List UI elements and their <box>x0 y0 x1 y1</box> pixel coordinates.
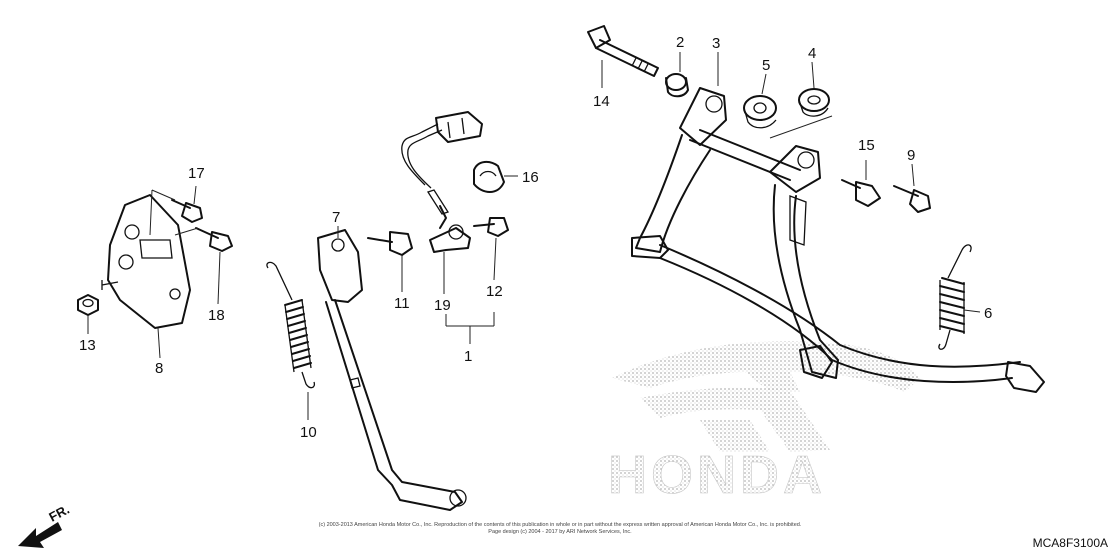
part-11-bolt <box>367 231 413 256</box>
callout-7: 7 <box>332 209 340 226</box>
diagram-code: MCA8F3100A <box>1032 536 1108 550</box>
copyright-line-1: (c) 2003-2013 American Honda Motor Co., … <box>318 522 802 528</box>
bracket-bolt-guide <box>149 189 199 236</box>
part-9-bolt <box>893 185 931 213</box>
part-14-bolt <box>587 25 659 77</box>
callout-14: 14 <box>593 93 610 110</box>
honda-wordmark-watermark: HONDA <box>608 445 826 505</box>
callout-1: 1 <box>464 348 472 365</box>
callout-10: 10 <box>300 424 317 441</box>
part-15-bolt <box>841 179 881 207</box>
callout-18: 18 <box>208 307 225 324</box>
part-19-side-stand-switch <box>401 111 483 253</box>
callout-leader-lines <box>87 52 981 420</box>
callout-2: 2 <box>676 34 684 51</box>
part-2-collar <box>665 73 689 98</box>
honda-wing-watermark <box>612 341 920 452</box>
part-13-nut <box>77 294 99 316</box>
part-12-bolt <box>473 217 509 237</box>
callout-4: 4 <box>808 45 816 62</box>
part-16-clamp <box>473 160 505 193</box>
callout-19: 19 <box>434 297 451 314</box>
copyright-notice: (c) 2003-2013 American Honda Motor Co., … <box>250 522 870 536</box>
part-3-main-stand <box>631 87 1045 393</box>
callout-15: 15 <box>858 137 875 154</box>
part-8-bracket-plate <box>101 194 191 329</box>
part-10-spring <box>266 261 316 389</box>
part-7-side-stand <box>317 229 467 511</box>
copyright-line-2: Page design (c) 2004 - 2017 by ARI Netwo… <box>488 529 632 535</box>
part-18-bolt <box>195 227 233 252</box>
front-direction-arrow: FR. <box>18 502 72 548</box>
part-5-bushing <box>743 95 777 129</box>
callout-16: 16 <box>522 169 539 186</box>
callout-17: 17 <box>188 165 205 182</box>
callout-9: 9 <box>907 147 915 164</box>
part-6-spring <box>938 244 972 350</box>
callout-11: 11 <box>394 295 410 312</box>
part-4-bushing <box>798 88 830 117</box>
callout-13: 13 <box>79 337 96 354</box>
callout-numbers: 1 2 3 4 5 6 7 8 9 10 11 12 13 14 15 16 1… <box>79 34 992 441</box>
front-label: FR. <box>46 502 72 525</box>
callout-3: 3 <box>712 35 720 52</box>
callout-12: 12 <box>486 283 503 300</box>
callout-8: 8 <box>155 360 163 377</box>
callout-5: 5 <box>762 57 770 74</box>
callout-6: 6 <box>984 305 992 322</box>
part-17-bolt <box>171 199 203 223</box>
